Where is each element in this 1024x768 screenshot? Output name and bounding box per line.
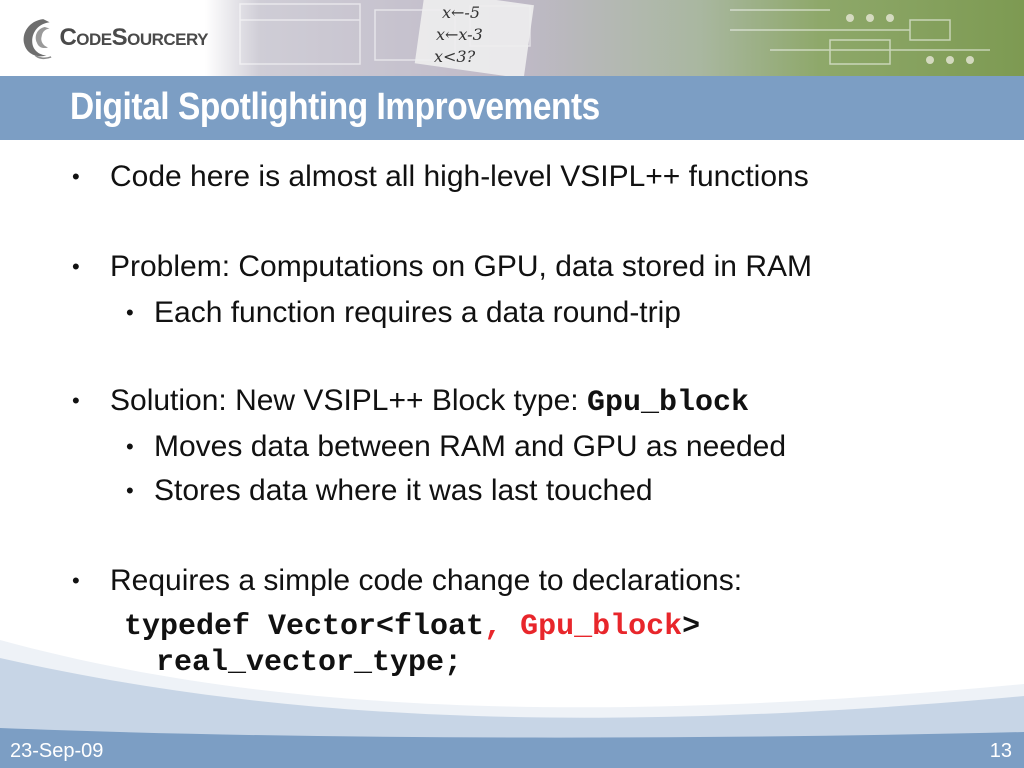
bullet-marker: • <box>72 388 80 413</box>
code-close-bracket: > <box>682 610 701 644</box>
bullet-3-text: Solution: New VSIPL++ Block type: <box>110 384 587 417</box>
bullet-3: Solution: New VSIPL++ Block type: Gpu_bl… <box>110 384 749 420</box>
sub-bullet-3-1: Moves data between RAM and GPU as needed <box>154 430 787 463</box>
banner-art-text-3: x<3? <box>434 47 476 66</box>
header-banner: x←-5 x←x-3 x<3? CodeSourcery <box>0 0 1024 76</box>
code-line-2: real_vector_type; <box>156 646 463 680</box>
sub-bullet-marker: • <box>126 478 134 503</box>
bullet-marker: • <box>72 568 80 593</box>
bullet-1: Code here is almost all high-level VSIPL… <box>110 160 809 193</box>
sub-bullet-marker: • <box>126 434 134 459</box>
banner-art-text-2: x←x-3 <box>436 25 483 44</box>
logo-text: CodeSourcery <box>59 24 208 51</box>
bullet-marker: • <box>72 164 80 189</box>
bullet-marker: • <box>72 254 80 279</box>
code-gpu-block: Gpu_block <box>520 610 683 644</box>
sub-bullet-marker: • <box>126 300 134 325</box>
bullet-2: Problem: Computations on GPU, data store… <box>110 250 812 283</box>
gpu-block-code: Gpu_block <box>586 386 749 420</box>
codesourcery-logo: CodeSourcery <box>18 10 208 66</box>
slide-title: Digital Spotlighting Improvements <box>70 86 600 128</box>
code-line-1: typedef Vector<float, Gpu_block> <box>124 610 700 644</box>
code-typedef: typedef Vector<float <box>124 610 485 644</box>
circuit-banner-art: x←-5 x←x-3 x<3? <box>239 0 990 76</box>
logo-swirl-icon <box>23 19 52 60</box>
sub-bullet-2-1: Each function requires a data round-trip <box>154 296 681 329</box>
page-number: 13 <box>989 740 1012 762</box>
bullet-4: Requires a simple code change to declara… <box>110 564 743 597</box>
footer-date: 23-Sep-09 <box>10 740 104 762</box>
code-comma: , <box>484 610 521 644</box>
banner-art-text-1: x←-5 <box>442 3 480 22</box>
title-bar <box>0 76 1024 140</box>
footer-wave <box>0 640 1024 768</box>
sub-bullet-3-2: Stores data where it was last touched <box>154 474 653 507</box>
